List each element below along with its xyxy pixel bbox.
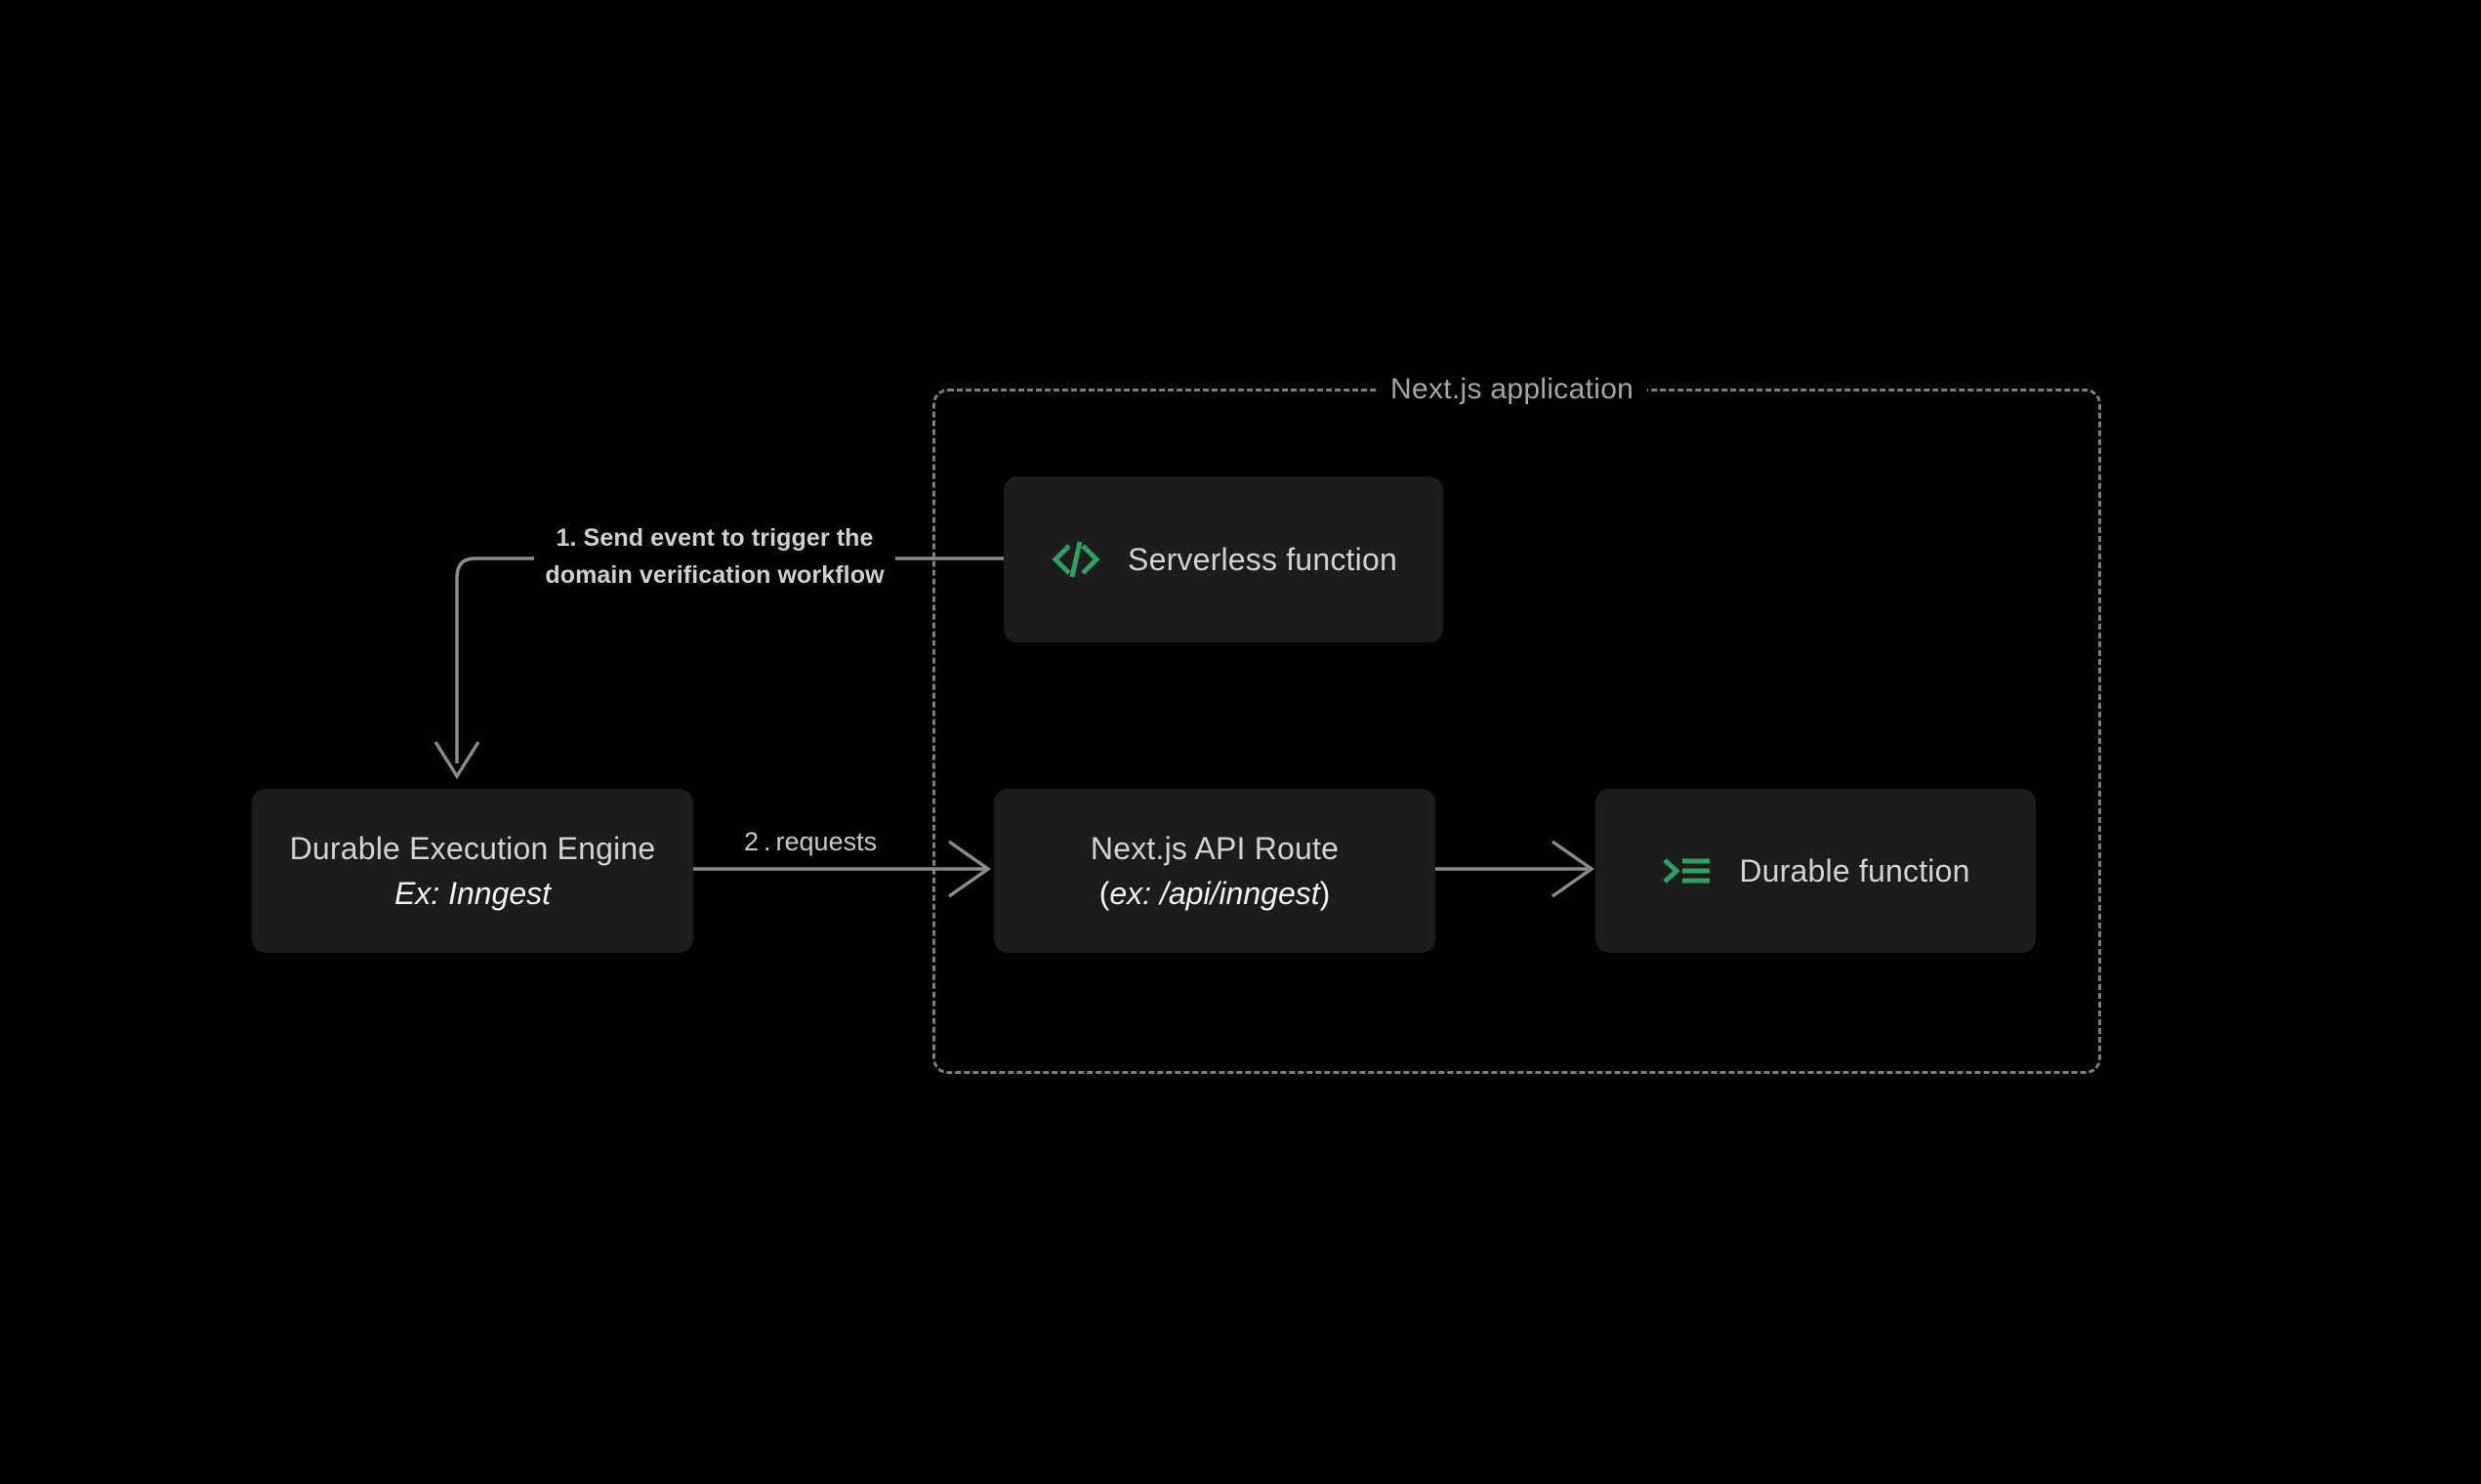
edge-label-step-2: 2.requests <box>738 825 884 858</box>
node-serverless-function-content: Serverless function <box>1050 536 1397 583</box>
node-durable-function[interactable]: Durable function <box>1595 789 2036 953</box>
node-nextjs-api-route-subtitle: (ex: /api/inngest) <box>1099 873 1331 914</box>
node-nextjs-api-route-content: Next.js API Route (ex: /api/inngest) <box>1091 828 1339 914</box>
terminal-list-icon <box>1663 858 1711 884</box>
edge-label-step-1-line-2: domain verification workflow <box>534 556 895 594</box>
node-nextjs-api-route-title: Next.js API Route <box>1090 830 1340 866</box>
nextjs-application-label: Next.js application <box>1377 369 1648 410</box>
node-nextjs-api-route-paren-close: ) <box>1319 876 1331 911</box>
node-nextjs-api-route-subtitle-text: ex: /api/inngest <box>1109 876 1320 911</box>
edge-label-step-2-text: requests <box>775 827 878 856</box>
edge-label-step-1: 1. Send event to trigger the domain veri… <box>534 519 895 594</box>
node-nextjs-api-route[interactable]: Next.js API Route (ex: /api/inngest) <box>994 789 1435 953</box>
node-durable-function-content: Durable function <box>1661 847 1969 894</box>
edge-label-step-1-line-1: 1. Send event to trigger the <box>534 519 895 556</box>
edge-label-step-2-number: 2. <box>744 827 776 856</box>
code-brackets-icon <box>1052 541 1100 578</box>
node-durable-execution-engine-title: Durable Execution Engine <box>289 830 656 866</box>
node-nextjs-api-route-paren-open: ( <box>1098 876 1110 911</box>
node-serverless-function-title: Serverless function <box>1128 541 1397 577</box>
node-durable-execution-engine-content: Durable Execution Engine Ex: Inngest <box>290 828 656 914</box>
node-durable-function-title: Durable function <box>1739 852 1970 888</box>
node-durable-execution-engine[interactable]: Durable Execution Engine Ex: Inngest <box>252 789 693 953</box>
node-serverless-function[interactable]: Serverless function <box>1004 476 1443 642</box>
node-durable-execution-engine-subtitle: Ex: Inngest <box>393 876 552 911</box>
